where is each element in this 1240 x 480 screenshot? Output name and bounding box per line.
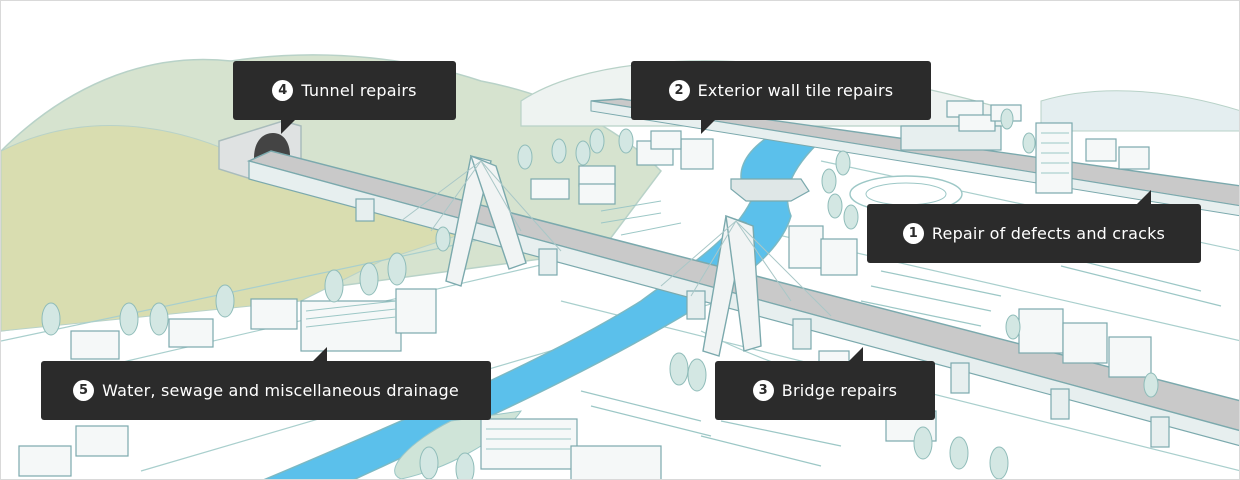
parking-lots [580, 250, 1222, 467]
callout-label: Water, sewage and miscellaneous drainage [102, 381, 459, 400]
callout-drainage: 5 Water, sewage and miscellaneous draina… [41, 347, 491, 420]
callout-number: 4 [272, 80, 294, 101]
callout-pointer [1137, 190, 1151, 204]
callout-number: 5 [73, 380, 95, 401]
bridge-piers [355, 198, 1170, 448]
callout-label: Exterior wall tile repairs [697, 81, 894, 100]
callout-label: Bridge repairs [781, 381, 898, 400]
callout-pointer [313, 347, 327, 361]
roof-details [305, 132, 1069, 450]
callout-label: Tunnel repairs [301, 81, 417, 100]
weir [730, 178, 810, 202]
callout-tunnel-repairs: 4 Tunnel repairs [233, 61, 456, 134]
callout-number: 3 [752, 380, 774, 401]
callout-number: 2 [668, 80, 690, 101]
callout-defects-and-cracks: 1 Repair of defects and cracks [867, 190, 1201, 263]
buildings [18, 100, 1152, 479]
tunnel-opening [254, 133, 290, 158]
trees [41, 108, 1159, 479]
callout-pointer [701, 120, 715, 134]
callout-label: Repair of defects and cracks [931, 224, 1166, 243]
callout-bridge-repairs: 3 Bridge repairs [715, 347, 935, 420]
bridge-tower-left [400, 154, 562, 287]
bridge-tower-right [660, 214, 832, 357]
callout-exterior-wall-tile-repairs: 2 Exterior wall tile repairs [631, 61, 931, 134]
callout-pointer [849, 347, 863, 361]
callout-pointer [281, 120, 295, 134]
distant-hills-right [1040, 90, 1239, 132]
callout-number: 1 [902, 223, 924, 244]
